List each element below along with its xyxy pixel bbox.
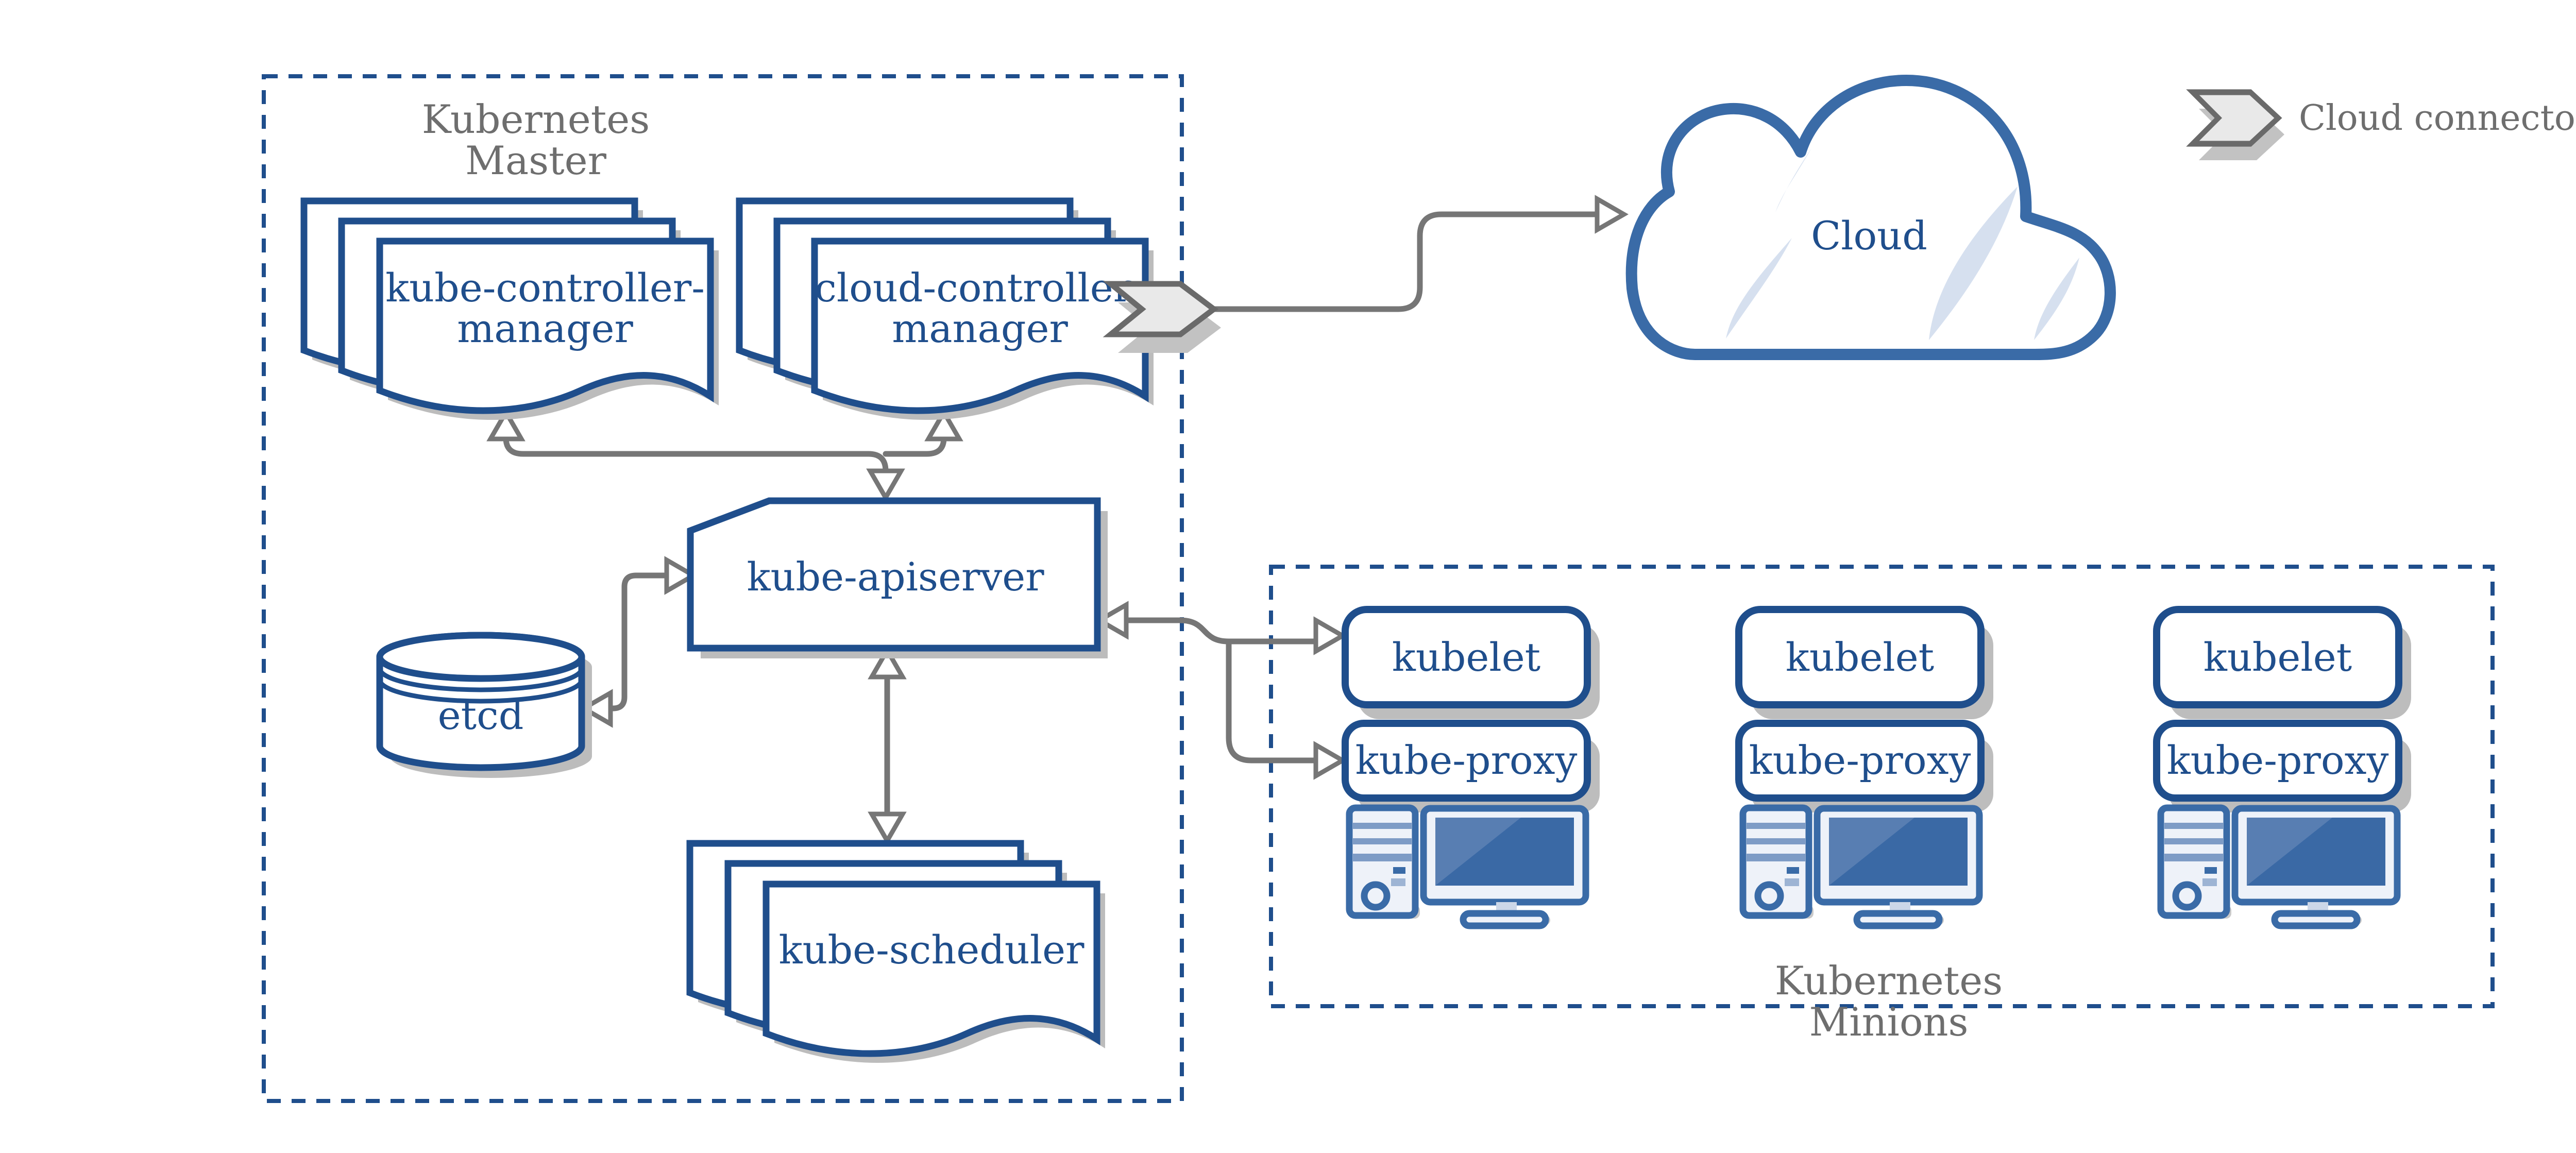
arrowhead-down-kube-apiserver [870,471,901,498]
minion-node-2: kubelet kube-proxy [1735,606,1993,926]
kubelet-box-3 [2153,606,2402,708]
kube-controller-manager: kube-controller- manager [304,201,719,420]
kube-proxy-box-3 [2153,720,2402,802]
kube-scheduler: kube-scheduler [690,843,1105,1063]
kube-proxy-label-2: kube-proxy [1749,737,1971,783]
arrowhead-right-cloud [1597,199,1624,230]
legend-cloud-connector: Cloud connector [2193,92,2576,160]
kube-controller-manager-label-line2: manager [457,306,633,351]
legend-cloud-connector-label: Cloud connector [2299,98,2576,139]
workstation-icon-3 [2161,808,2397,926]
minions-title-line1: Kubernetes [1775,958,2003,1004]
connector-controllers-apiserver [490,412,959,498]
kubelet-box-2 [1735,606,1985,708]
connector-chevron-cloud [1211,199,1624,312]
cloud-controller-manager-label-line2: manager [892,306,1068,351]
cloud-label: Cloud [1811,213,1927,259]
kubernetes-minions-boundary [1269,565,2495,1008]
cloud-controller-manager: cloud-controller- manager [739,201,1154,420]
cloud: Cloud [1625,75,2116,360]
kube-proxy-box-2 [1735,720,1985,802]
arrowhead-right-kube-proxy [1316,745,1343,776]
master-title-line1: Kubernetes [422,96,650,142]
kube-scheduler-label: kube-scheduler [778,927,1084,973]
minion-node-3: kubelet kube-proxy [2153,606,2411,926]
kubelet-box-1 [1342,606,1591,708]
minion-node-1: kubelet kube-proxy [1342,606,1600,926]
etcd: etcd [376,632,592,778]
arrowhead-right-kubelet [1316,620,1343,651]
etcd-label: etcd [438,692,524,738]
kube-apiserver-label: kube-apiserver [747,554,1044,600]
kube-proxy-box-1 [1342,720,1591,802]
connector-apiserver-nodes [1099,605,1343,776]
kubelet-label-2: kubelet [1786,634,1934,680]
connector-etcd-apiserver [584,560,693,724]
workstation-icon-2 [1743,808,1979,926]
kube-apiserver: kube-apiserver [687,497,1108,658]
cloud-controller-manager-label-line1: cloud-controller- [815,265,1145,311]
arrowhead-down-kube-scheduler [872,814,903,841]
kubernetes-master-boundary [262,74,1184,1103]
connector-apiserver-scheduler [872,650,903,841]
kube-proxy-label-1: kube-proxy [1355,737,1578,783]
minions-title-line2: Minions [1809,999,1968,1045]
master-title-line2: Master [465,138,607,183]
kube-controller-manager-label-line1: kube-controller- [385,265,705,311]
kubelet-label-1: kubelet [1392,634,1540,680]
workstation-icon-1 [1349,808,1586,926]
kube-proxy-label-3: kube-proxy [2167,737,2389,783]
kubelet-label-3: kubelet [2204,634,2352,680]
